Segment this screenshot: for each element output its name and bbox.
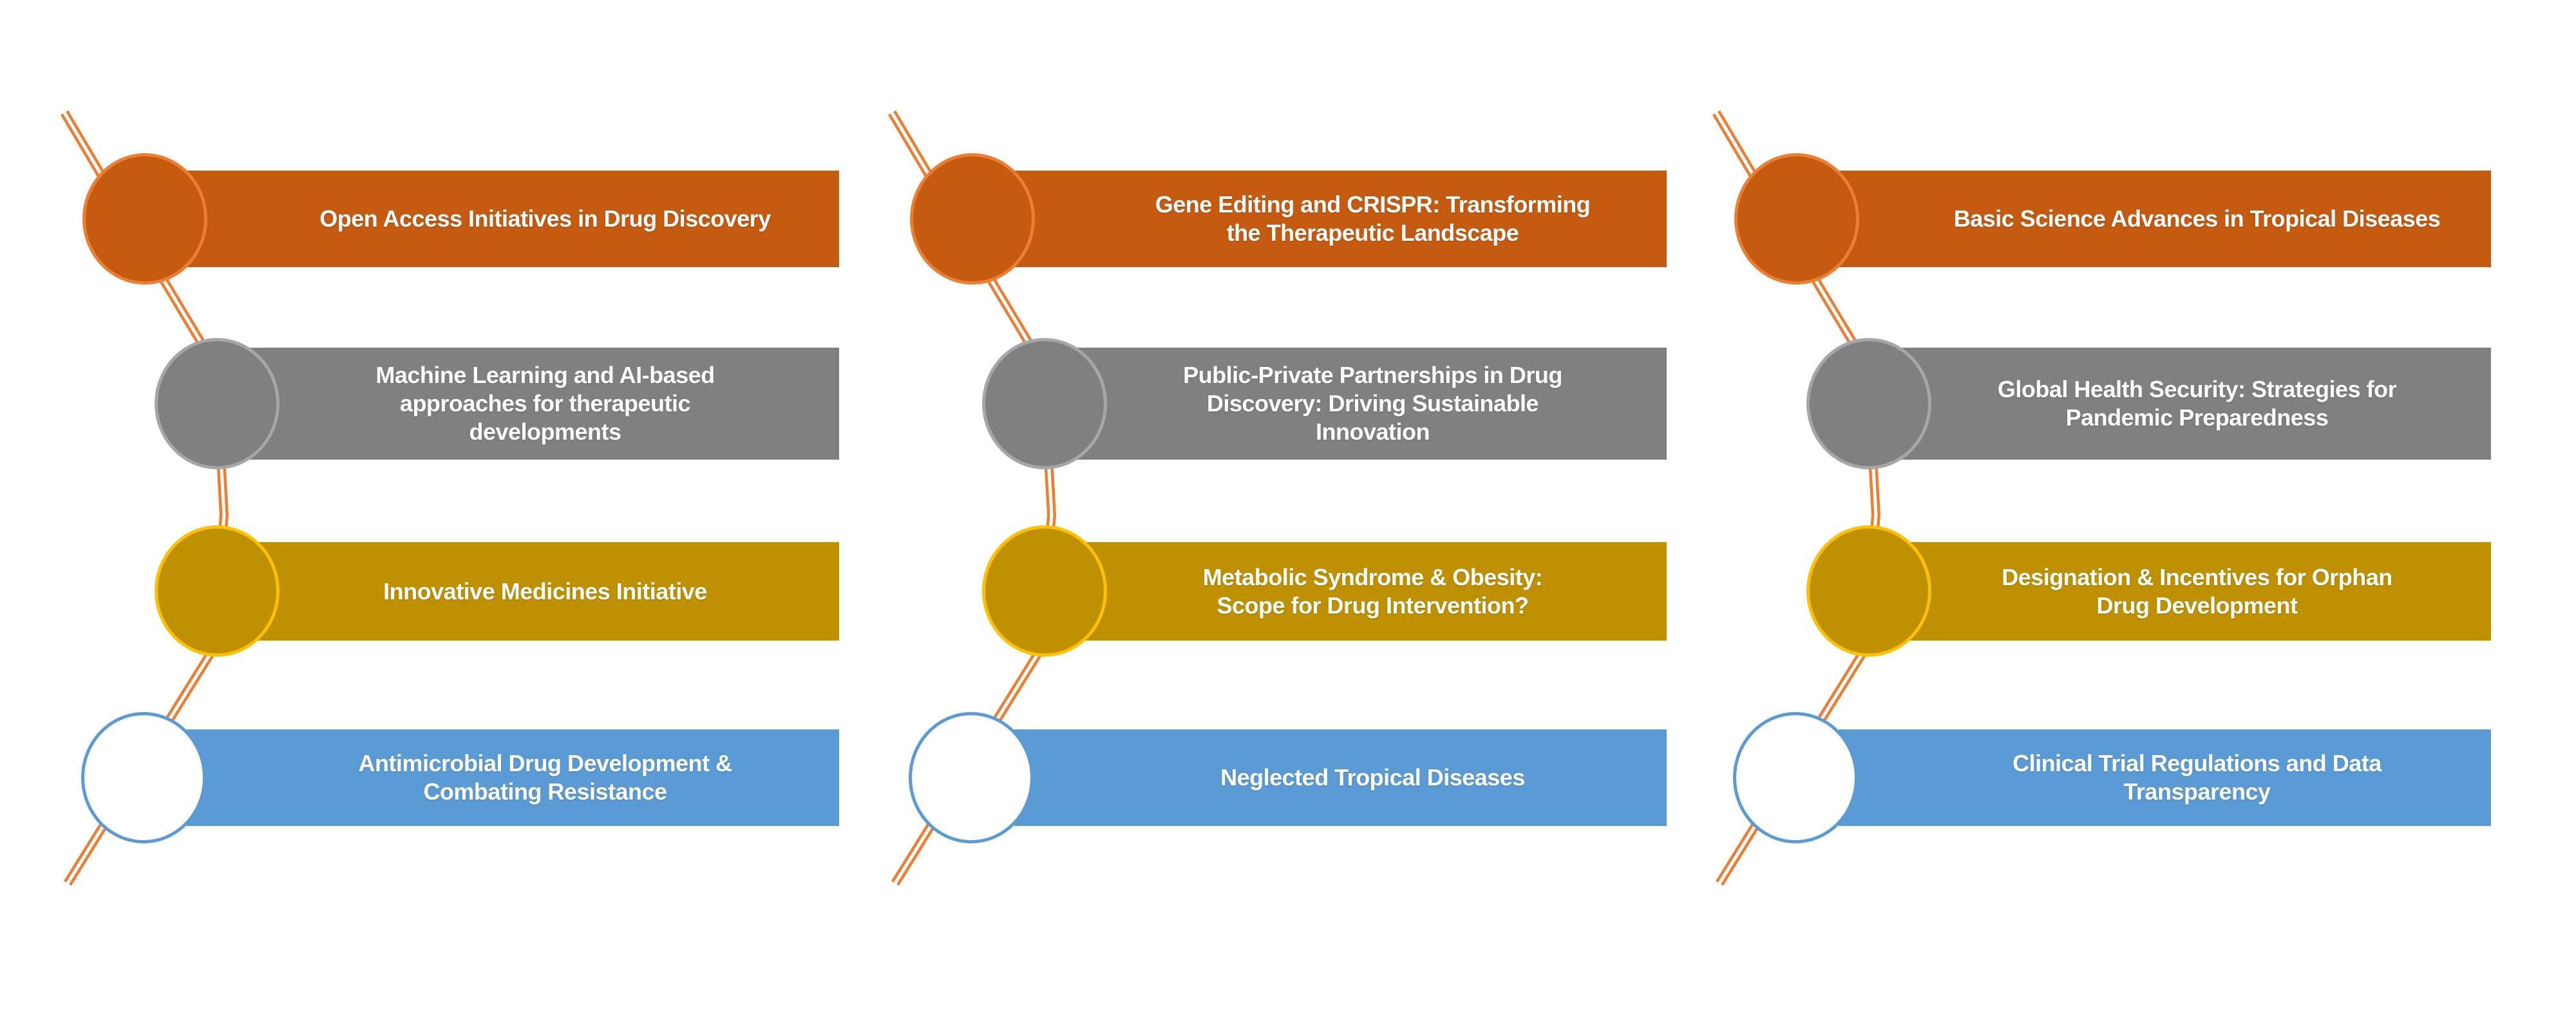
track-bar: Global Health Security: Strategies for P… xyxy=(1839,348,2491,460)
diagram-column-2: Gene Editing and CRISPR: Transforming th… xyxy=(828,0,1761,1032)
node-circle xyxy=(1806,338,1931,469)
node-circle xyxy=(982,338,1107,469)
track-bar: Neglected Tropical Diseases xyxy=(1014,729,1667,826)
track-bar-label: Open Access Initiatives in Drug Discover… xyxy=(319,205,771,232)
track-bar-label: Designation & Incentives for Orphan Drug… xyxy=(2002,563,2392,619)
track-bar: Antimicrobial Drug Development & Combati… xyxy=(187,729,839,826)
node-circle xyxy=(82,153,207,285)
node-circle xyxy=(982,525,1107,657)
node-circle xyxy=(155,525,279,657)
track-bar-label: Metabolic Syndrome & Obesity: Scope for … xyxy=(1202,563,1543,619)
track-bar-label: Global Health Security: Strategies for P… xyxy=(1997,376,2397,431)
track-bar: Designation & Incentives for Orphan Drug… xyxy=(1839,542,2491,641)
node-circle xyxy=(155,338,279,469)
node-circle xyxy=(910,153,1035,285)
track-bar: Metabolic Syndrome & Obesity: Scope for … xyxy=(1014,542,1667,641)
track-bar: Public-Private Partnerships in Drug Disc… xyxy=(1014,348,1667,460)
node-circle xyxy=(81,712,206,843)
node-circle xyxy=(1734,153,1859,285)
track-bar: Innovative Medicines Initiative xyxy=(187,542,839,641)
track-bar-label: Innovative Medicines Initiative xyxy=(383,577,707,605)
track-bar-label: Machine Learning and AI-based approaches… xyxy=(375,362,715,445)
track-bar-label: Public-Private Partnerships in Drug Disc… xyxy=(1183,362,1562,445)
track-bar-label: Gene Editing and CRISPR: Transforming th… xyxy=(1155,191,1591,246)
node-circle xyxy=(1733,712,1858,843)
track-bar: Machine Learning and AI-based approaches… xyxy=(187,348,839,460)
node-circle xyxy=(909,712,1034,843)
node-circle xyxy=(1806,525,1931,657)
track-bar: Open Access Initiatives in Drug Discover… xyxy=(187,171,839,267)
track-bar-label: Clinical Trial Regulations and Data Tran… xyxy=(2012,750,2382,805)
track-bar-label: Antimicrobial Drug Development & Combati… xyxy=(358,750,732,805)
track-bar-label: Basic Science Advances in Tropical Disea… xyxy=(1953,205,2441,232)
track-bar: Gene Editing and CRISPR: Transforming th… xyxy=(1014,171,1667,267)
track-bar: Basic Science Advances in Tropical Disea… xyxy=(1839,171,2491,267)
track-bar-label: Neglected Tropical Diseases xyxy=(1220,764,1525,791)
track-bar: Clinical Trial Regulations and Data Tran… xyxy=(1839,729,2491,826)
diagram-column-1: Open Access Initiatives in Drug Discover… xyxy=(0,0,934,1032)
diagram-column-3: Basic Science Advances in Tropical Disea… xyxy=(1652,0,2576,1032)
